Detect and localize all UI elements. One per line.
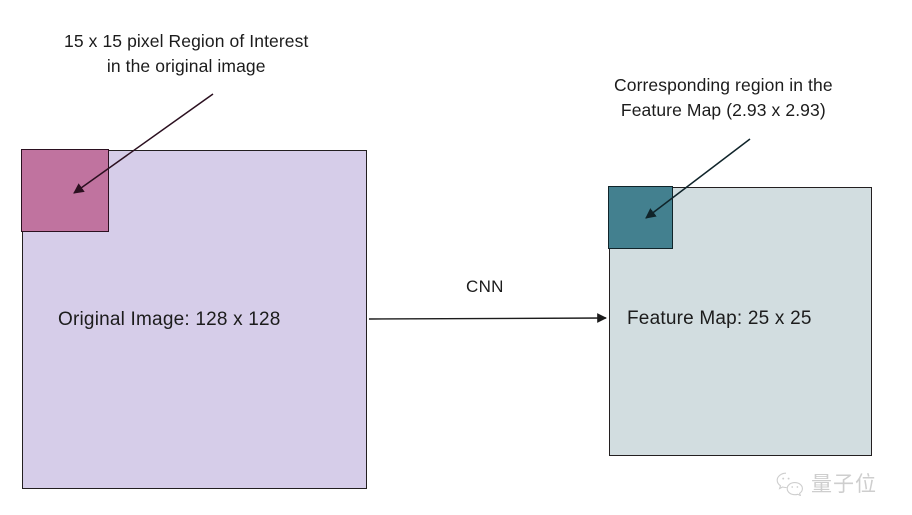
watermark-text: 量子位 [811, 472, 877, 496]
corresponding-region-square [608, 186, 674, 250]
feature-map-annotation-line-1: Corresponding region in the [614, 75, 833, 95]
feature-map-annotation-label: Corresponding region in the Feature Map … [614, 73, 833, 123]
roi-annotation-line-1: 15 x 15 pixel Region of Interest [64, 31, 309, 51]
feature-map-caption: Feature Map: 25 x 25 [627, 308, 812, 329]
feature-map-box: Feature Map: 25 x 25 [608, 186, 872, 456]
roi-annotation-line-2: in the original image [106, 55, 266, 76]
cnn-transform-label: CNN [466, 277, 504, 296]
original-image-box: Original Image: 128 x 128 [21, 149, 367, 489]
wechat-icon [776, 472, 803, 496]
cnn-transform-arrow [368, 313, 607, 323]
feature-map-annotation-line-2: Feature Map (2.93 x 2.93) [620, 99, 826, 120]
region-of-interest-square [21, 149, 110, 233]
watermark: 量子位 [775, 463, 897, 503]
roi-annotation-label: 15 x 15 pixel Region of Interest in the … [64, 29, 308, 79]
original-image-caption: Original Image: 128 x 128 [58, 309, 281, 330]
